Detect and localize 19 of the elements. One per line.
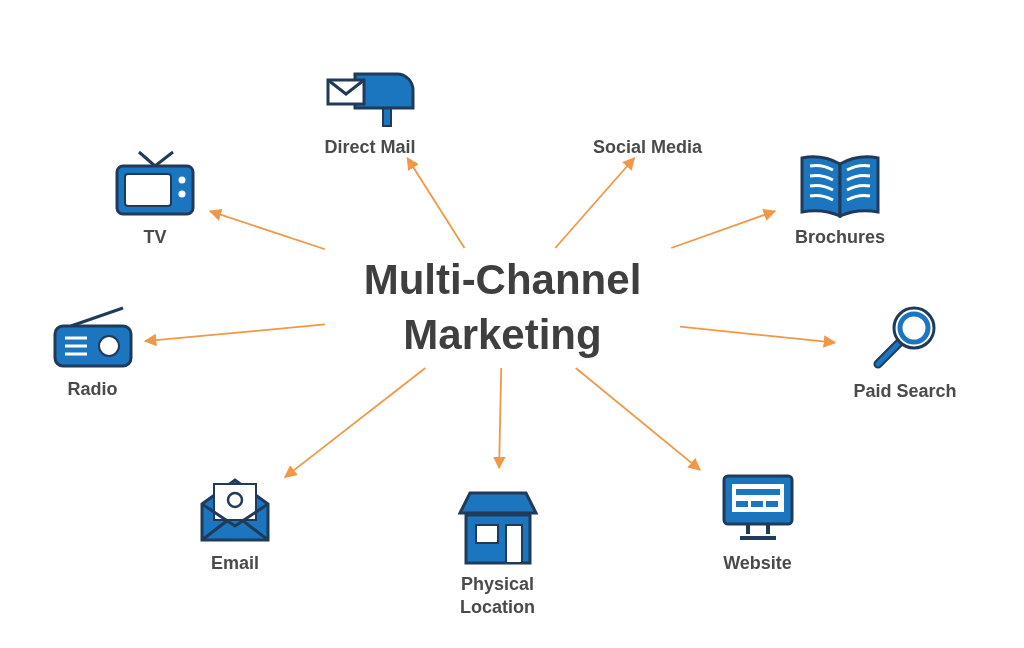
arrow xyxy=(284,367,427,478)
arrow xyxy=(493,367,506,470)
channel-label: Brochures xyxy=(795,225,885,248)
channel-label: Social Media xyxy=(592,135,702,158)
arrow xyxy=(679,325,837,348)
arrow xyxy=(208,208,326,251)
channel-label: Website xyxy=(723,551,792,574)
central-topic-text: Multi-Channel Marketing xyxy=(362,255,643,360)
arrow xyxy=(406,156,466,249)
channel-label: Direct Mail xyxy=(324,135,416,158)
channel-label: TV xyxy=(143,225,167,248)
channel-label: Radio xyxy=(67,377,118,400)
channel-label: Paid Search xyxy=(853,379,957,402)
arrow xyxy=(574,367,701,471)
channel-label: Physical Location xyxy=(459,573,536,618)
arrow xyxy=(143,323,326,347)
arrow xyxy=(670,208,777,249)
arrow xyxy=(554,157,636,249)
channel-label: Email xyxy=(211,551,259,574)
